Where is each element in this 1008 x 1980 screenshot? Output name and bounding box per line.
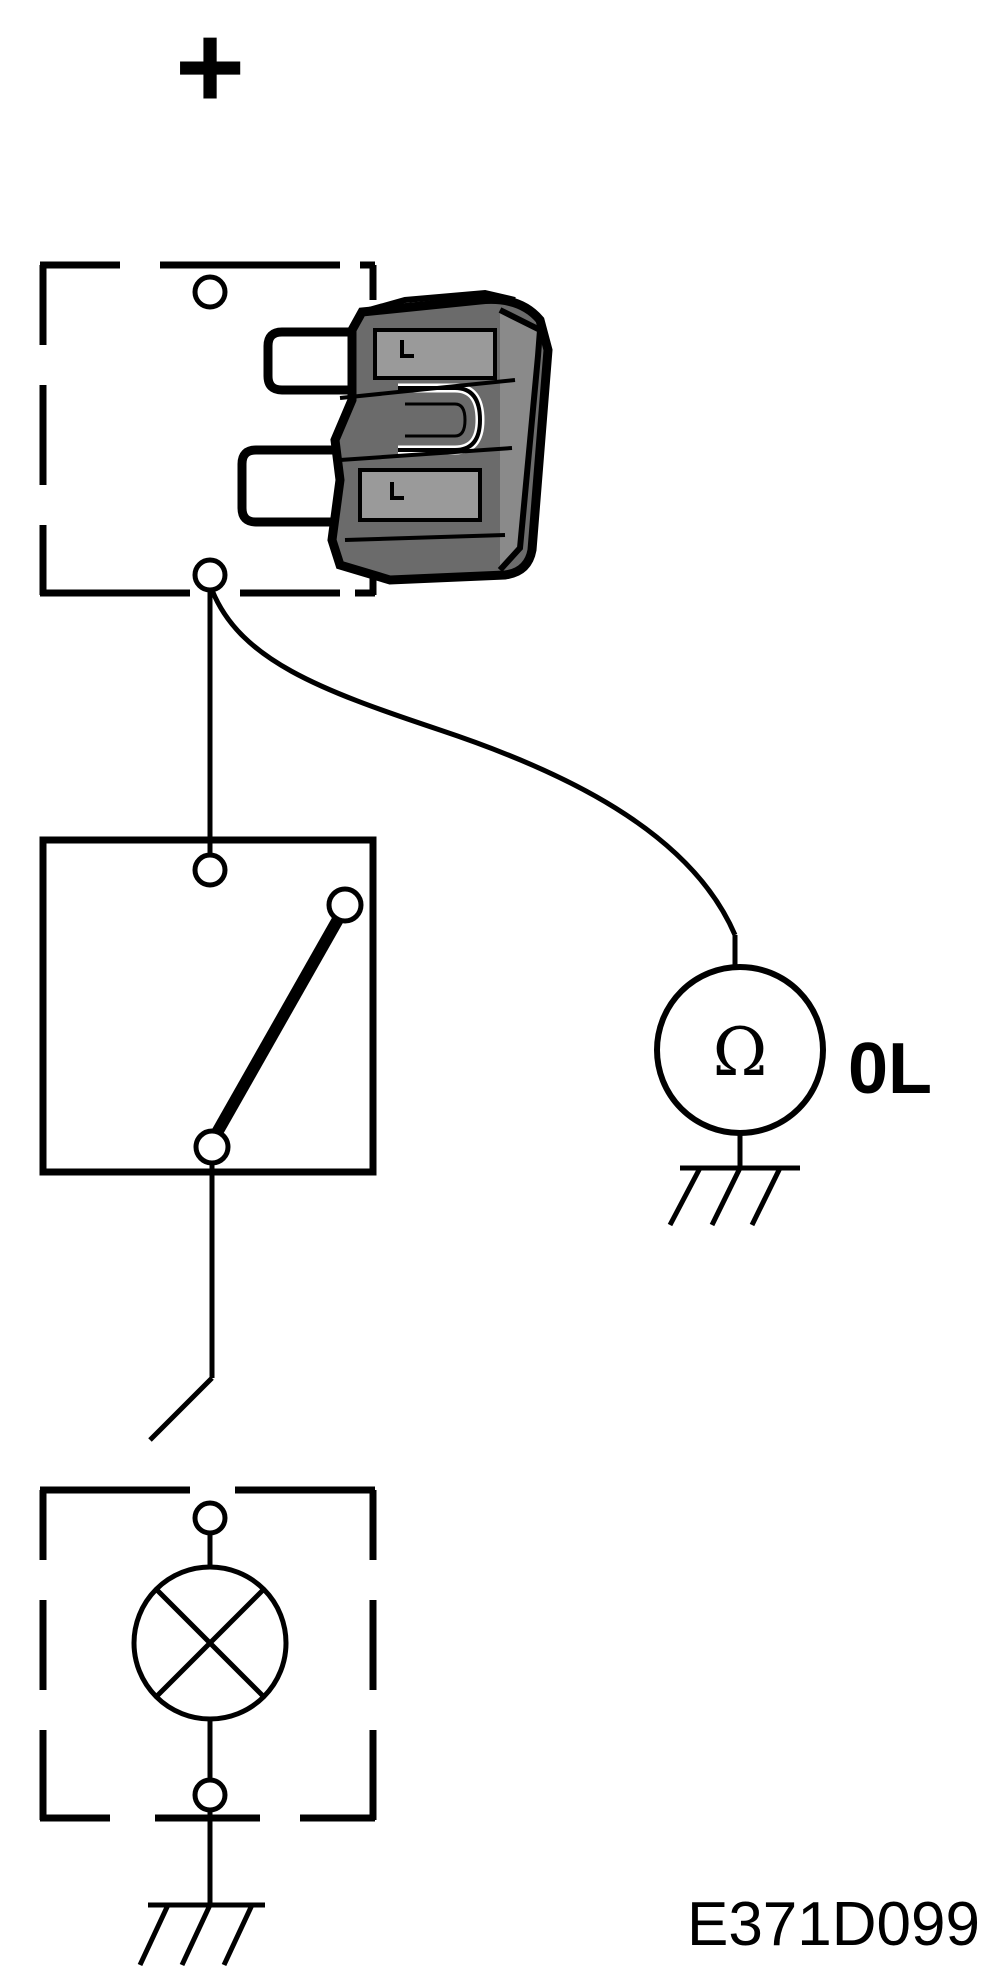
fuse-terminal-bottom — [192, 557, 228, 593]
lamp-icon — [131, 1500, 289, 1813]
ohmmeter-icon — [654, 935, 826, 1168]
blade-fuse-icon — [237, 289, 553, 585]
switch-icon — [192, 852, 364, 1166]
fuse-terminal-top — [192, 274, 228, 310]
meter-symbol: Ω — [713, 1014, 768, 1091]
fuse-box — [39, 261, 377, 597]
lamp-box — [39, 1486, 377, 1822]
figure-code: E371D099 — [687, 1890, 980, 1959]
wire-open-break — [148, 1376, 214, 1442]
ground-icon — [137, 1810, 265, 1967]
switch-box — [39, 836, 377, 1176]
ground-icon — [667, 1165, 800, 1227]
meter-reading: 0L — [848, 1029, 932, 1109]
meter-lead-wire — [209, 589, 738, 936]
polarity-label: + — [175, 0, 245, 134]
